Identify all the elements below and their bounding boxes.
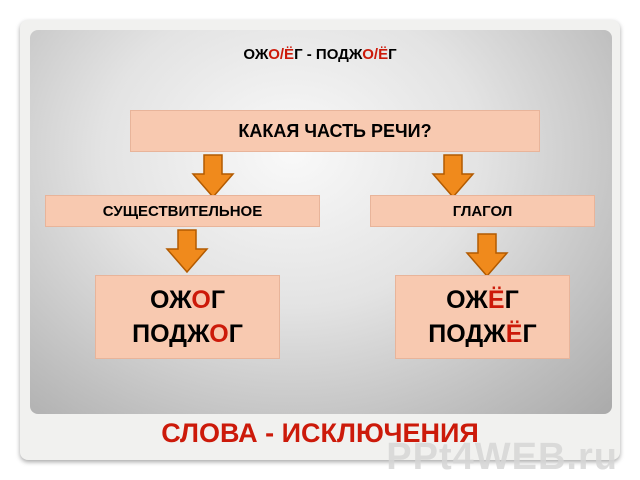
verb-word-ozhyog: ОЖЁГ	[446, 286, 519, 314]
down-arrow-icon	[431, 154, 475, 198]
down-arrow-icon	[465, 233, 509, 277]
down-arrow-icon	[165, 229, 209, 273]
slide-title: ОЖО/ЁГ - ПОДЖО/ЁГ	[243, 46, 397, 63]
verb-word-podzhyog: ПОДЖЁГ	[428, 320, 537, 348]
noun-label: СУЩЕСТВИТЕЛЬНОЕ	[102, 202, 263, 220]
watermark: PPt4WEB.ru	[386, 436, 618, 478]
exceptions-caption: СЛОВА - ИСКЛЮЧЕНИЯ	[161, 418, 479, 448]
verb-label: ГЛАГОЛ	[452, 202, 513, 220]
down-arrow-icon	[191, 154, 235, 198]
noun-word-ozhog: ОЖОГ	[149, 286, 226, 314]
noun-word-podzhog: ПОДЖОГ	[132, 320, 243, 348]
question-box: КАКАЯ ЧАСТЬ РЕЧИ?	[130, 110, 540, 152]
verb-label-box: ГЛАГОЛ	[370, 195, 595, 227]
noun-label-box: СУЩЕСТВИТЕЛЬНОЕ	[45, 195, 320, 227]
question-text: КАКАЯ ЧАСТЬ РЕЧИ?	[238, 120, 432, 141]
noun-words-box: ОЖОГ ПОДЖОГ	[95, 275, 280, 359]
verb-words-box: ОЖЁГ ПОДЖЁГ	[395, 275, 570, 359]
